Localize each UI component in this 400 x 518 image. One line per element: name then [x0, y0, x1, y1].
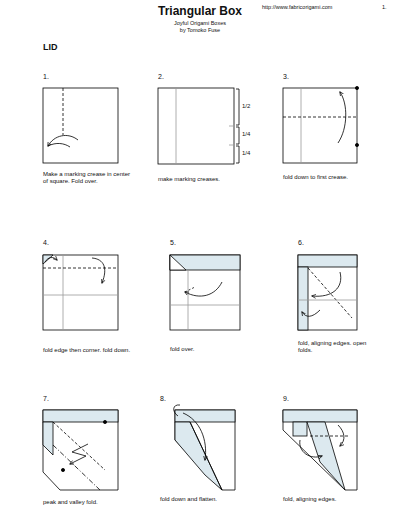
- step-9-drawing-stroke: [338, 425, 344, 446]
- step-4-drawing-stroke: [45, 258, 57, 262]
- step-number: 4.: [43, 239, 63, 247]
- step-caption: peak and valley fold.: [43, 499, 143, 506]
- step-5-drawing-stroke: [170, 255, 186, 270]
- step-7-drawing-stroke: [70, 444, 88, 464]
- step-4-drawing-stroke: [43, 255, 118, 330]
- step-6-drawing-stroke: [298, 255, 357, 330]
- page-number: 1.: [382, 4, 396, 11]
- step-4-drawing: [43, 255, 118, 330]
- step-1-drawing-stroke: [43, 88, 118, 163]
- step-7-drawing-stroke: [53, 445, 100, 490]
- step-8-drawing-stroke: [175, 410, 235, 422]
- step-8-drawing-stroke: [175, 410, 235, 490]
- step-9-drawing-stroke: [283, 410, 357, 490]
- step-7-drawing-stroke: [43, 410, 118, 422]
- step-2-drawing-stroke: [158, 88, 234, 164]
- step-7-drawing-stroke: [53, 422, 105, 470]
- step-number: 8.: [160, 395, 180, 403]
- step-number: 3.: [283, 73, 303, 81]
- step-1-drawing-stroke: [63, 88, 64, 135]
- step-5-drawing-stroke: [170, 255, 240, 330]
- book-title: Joyful Origami Boxes: [150, 20, 250, 27]
- step-caption: fold down and flatten.: [160, 496, 260, 503]
- step-drawings: [43, 86, 359, 490]
- step-caption: fold, aligning edges. open folds.: [298, 340, 368, 354]
- step-6-drawing: [298, 255, 357, 330]
- step-4-drawing-stroke: [92, 258, 105, 283]
- step-caption: Make a marking crease in center of squar…: [43, 171, 133, 185]
- step-7-drawing-stroke: [61, 468, 64, 471]
- step-5-drawing-stroke: [185, 282, 222, 296]
- step-caption: fold edge then corner. fold down.: [43, 347, 143, 354]
- step-3-drawing-stroke: [338, 92, 346, 143]
- page-title: Triangular Box: [120, 4, 280, 18]
- step-9-drawing-stroke: [300, 440, 322, 457]
- step-8-drawing-stroke: [174, 405, 180, 416]
- step-2-drawing-stroke: [176, 88, 177, 164]
- step-6-drawing-stroke: [308, 268, 352, 318]
- step-3-drawing: [283, 86, 359, 163]
- step-number: 7.: [43, 395, 63, 403]
- section-heading: LID: [43, 42, 83, 53]
- web-address: http://www.fabricorigami.com: [262, 4, 380, 11]
- step-6-drawing-stroke: [298, 300, 357, 301]
- step-5-drawing-stroke: [170, 255, 240, 270]
- step-3-drawing-stroke: [283, 88, 357, 163]
- step-number: 1.: [43, 73, 63, 81]
- step-8-drawing-stroke: [190, 422, 222, 490]
- step-9-drawing-stroke: [283, 410, 357, 422]
- step-3-drawing-stroke: [355, 143, 358, 146]
- step-5-drawing-stroke: [170, 305, 240, 306]
- step-4-drawing-stroke: [43, 255, 53, 264]
- step-6-drawing-stroke: [298, 267, 308, 330]
- ratio-mark: 1/4: [242, 131, 262, 138]
- step-number: 9.: [283, 395, 303, 403]
- step-7-drawing-stroke: [43, 422, 53, 455]
- step-8-drawing-stroke: [183, 413, 206, 460]
- ratio-mark: 1/4: [242, 150, 262, 157]
- step-6-drawing-stroke: [312, 272, 341, 296]
- step-7-drawing: [43, 410, 118, 490]
- step-4-drawing-stroke: [63, 255, 64, 330]
- step-caption: fold over.: [170, 346, 260, 353]
- step-3-drawing-stroke: [301, 88, 302, 163]
- step-9-drawing-stroke: [293, 422, 307, 436]
- step-6-drawing-stroke: [298, 255, 357, 267]
- step-6-drawing-stroke: [302, 310, 320, 316]
- step-2-drawing-stroke: [236, 146, 239, 163]
- step-2-drawing-stroke: [229, 145, 234, 146]
- step-9-drawing: [283, 410, 357, 490]
- step-1-drawing-stroke: [48, 135, 78, 146]
- step-5-drawing-stroke: [188, 270, 189, 330]
- step-5-drawing: [170, 255, 240, 330]
- step-caption: fold, aligning edges.: [283, 496, 383, 503]
- step-2-drawing: [158, 88, 239, 164]
- step-caption: make marking creases.: [158, 176, 248, 183]
- step-7-drawing-stroke: [103, 420, 106, 423]
- step-5-drawing-stroke: [185, 287, 195, 292]
- step-1-drawing: [43, 88, 118, 163]
- step-7-drawing-stroke: [43, 410, 118, 490]
- step-8-drawing-stroke: [175, 422, 222, 490]
- step-caption: fold down to first crease.: [283, 174, 373, 181]
- step-number: 6.: [298, 239, 318, 247]
- step-3-drawing-stroke: [355, 86, 358, 89]
- author: by Tomoko Fuse: [150, 27, 250, 34]
- step-4-drawing-stroke: [43, 268, 118, 269]
- step-number: 5.: [170, 239, 190, 247]
- ratio-mark: 1/2: [242, 103, 262, 110]
- step-4-drawing-stroke: [43, 295, 118, 296]
- step-9-drawing-stroke: [307, 422, 345, 490]
- step-8-drawing: [174, 405, 235, 490]
- step-2-drawing-stroke: [229, 126, 234, 127]
- step-number: 2.: [158, 73, 178, 81]
- step-2-drawing-stroke: [236, 127, 239, 144]
- step-1-drawing-stroke: [48, 143, 70, 147]
- step-2-drawing-stroke: [236, 89, 239, 125]
